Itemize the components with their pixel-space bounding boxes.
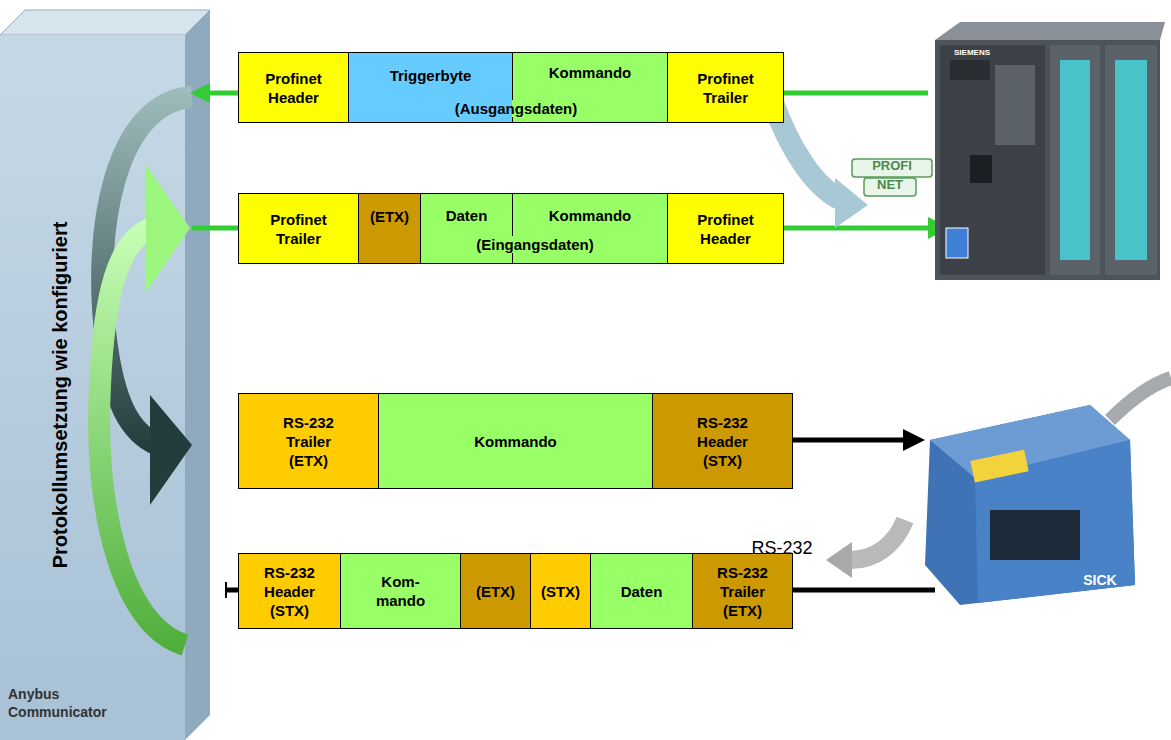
- conversion-arrows: [99, 97, 192, 645]
- field-label: Daten: [621, 582, 663, 601]
- frame-field: Profinet Trailer: [667, 52, 784, 123]
- device-name: Anybus Communicator: [8, 685, 108, 721]
- frame-field: (ETX): [460, 553, 531, 629]
- frame-field: Kommando: [512, 193, 668, 264]
- field-label: Kommando: [549, 206, 632, 225]
- barcode-scanner: [925, 378, 1171, 605]
- interface-label: RS-232: [749, 538, 814, 559]
- field-label: RS-232 Header (STX): [250, 563, 330, 620]
- brand-label: SICK: [1081, 572, 1118, 588]
- frame-field: Profinet Trailer: [238, 193, 359, 264]
- gateway-panel: Protokollumsetzung wie konfiguriertAnybu…: [0, 35, 185, 740]
- data-direction: (Eingangsdaten): [474, 236, 596, 253]
- field-label: Kommando: [549, 63, 632, 82]
- frame-field: Daten: [590, 553, 693, 629]
- gateway-bar: [0, 10, 210, 740]
- frame-field: Daten: [420, 193, 513, 264]
- frame-field: Kommando: [378, 393, 653, 489]
- plc-device: [935, 22, 1165, 280]
- frame-field: RS-232 Trailer (ETX): [692, 553, 793, 629]
- field-label: Kom- mando: [371, 572, 431, 610]
- data-flow-arrows: [190, 83, 950, 598]
- logo-text: PROFI: [870, 159, 914, 174]
- frame-field: Profinet Header: [238, 52, 349, 123]
- field-label: Kommando: [474, 432, 557, 451]
- field-label: Daten: [446, 206, 488, 225]
- brand-label: SIEMENS: [952, 48, 992, 57]
- frame-field: RS-232 Trailer (ETX): [238, 393, 379, 489]
- field-label: Profinet Trailer: [254, 210, 344, 248]
- frame-field: RS-232 Header (STX): [238, 553, 341, 629]
- logo-text: NET: [875, 178, 905, 193]
- field-label: (ETX): [370, 207, 409, 226]
- vertical-title: Protokollumsetzung wie konfiguriert: [48, 222, 72, 569]
- profinet-logo: [852, 159, 932, 196]
- frame-field: RS-232 Header (STX): [652, 393, 793, 489]
- field-label: Profinet Trailer: [681, 69, 771, 107]
- frame-field: Kom- mando: [340, 553, 461, 629]
- field-label: Triggerbyte: [390, 66, 472, 85]
- field-label: RS-232 Trailer (ETX): [703, 563, 783, 620]
- field-label: (STX): [541, 582, 580, 601]
- frame-field: (ETX): [358, 193, 421, 264]
- field-label: (ETX): [476, 582, 515, 601]
- field-label: RS-232 Header (STX): [683, 413, 763, 470]
- field-label: Profinet Header: [681, 210, 771, 248]
- field-label: RS-232 Trailer (ETX): [269, 413, 349, 470]
- transfer-arrow: [772, 100, 868, 228]
- field-label: Profinet Header: [249, 69, 339, 107]
- data-direction: (Ausgangsdaten): [453, 100, 580, 117]
- frame-field: (STX): [530, 553, 591, 629]
- frame-field: Profinet Header: [667, 193, 784, 264]
- rs232-arrow: [826, 520, 905, 578]
